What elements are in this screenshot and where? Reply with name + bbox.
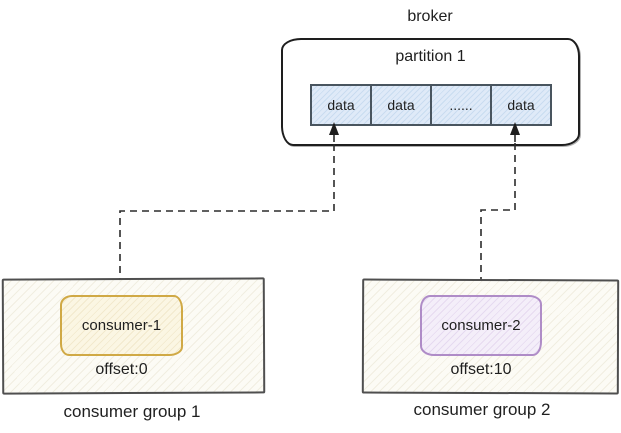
consumer-2-box: consumer-2 xyxy=(420,295,542,356)
broker-label: broker xyxy=(407,8,453,25)
consumer-group-1-label: consumer group 1 xyxy=(63,402,201,421)
partition-label: partition 1 xyxy=(395,48,466,65)
partition-cell-2: data xyxy=(370,84,432,126)
connector-consumer1-to-cell1 xyxy=(119,142,335,297)
partition-cell-4: data xyxy=(490,84,552,126)
connector-consumer2-to-cell4 xyxy=(480,142,516,296)
consumer-2-label: consumer-2 xyxy=(441,317,521,334)
consumer-1-offset: offset:0 xyxy=(95,361,148,378)
partition-cell-1: data xyxy=(310,84,372,126)
partition-cell-row: data data ...... data xyxy=(310,84,552,126)
consumer-2-offset: offset:10 xyxy=(450,361,512,378)
consumer-group-2-label: consumer group 2 xyxy=(413,400,551,419)
consumer-1-box: consumer-1 xyxy=(60,295,183,356)
partition-cell-3: ...... xyxy=(430,84,492,126)
consumer-1-label: consumer-1 xyxy=(81,317,162,334)
